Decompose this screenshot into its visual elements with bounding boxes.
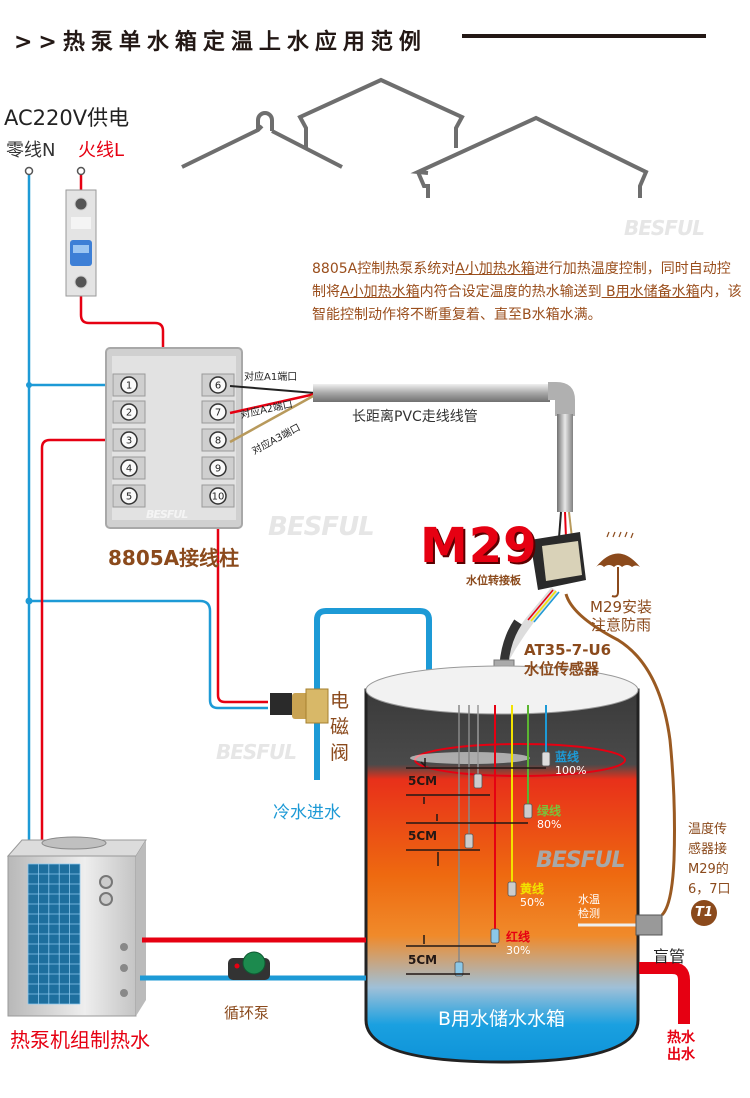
live-terminal-icon — [76, 166, 86, 176]
terminal-number: 5 — [126, 492, 132, 503]
terminal-screw: 6 — [201, 373, 235, 397]
live-label: 火线L — [78, 140, 125, 161]
spacing-label: 5CM — [408, 774, 438, 788]
terminal-number: 10 — [212, 492, 225, 503]
terminal-number: 2 — [126, 408, 132, 419]
terminal-screw: 7 — [201, 400, 235, 424]
watermark: BESFUL — [216, 740, 297, 764]
probe-wires — [458, 705, 547, 968]
pump-label: 循环泵 — [224, 1004, 270, 1022]
t1-badge-icon — [691, 900, 717, 926]
cold-water-label: 冷水进水 — [273, 803, 341, 823]
circulation-pump-icon — [228, 951, 270, 980]
title-rule — [462, 34, 706, 38]
terminal-screw: 5 — [112, 484, 146, 508]
spacing-label: 5CM — [408, 829, 438, 843]
solenoid-valve — [270, 688, 329, 724]
terminal-screw: 2 — [112, 400, 146, 424]
float-probe — [454, 961, 464, 977]
rain-note: M29安装注意防雨 — [590, 598, 653, 634]
float-probe — [473, 773, 483, 789]
m29-adapter-board — [530, 532, 586, 590]
water-tank — [364, 665, 640, 1064]
float-probe — [464, 833, 474, 849]
terminal-screw: 8 — [201, 428, 235, 452]
terminal-number: 7 — [215, 408, 221, 419]
page-title: >>热泵单水箱定温上水应用范例 — [14, 30, 427, 55]
heat-pump-unit — [6, 836, 147, 1017]
description-text: 8805A控制热泵系统对A小加热水箱进行加热温度控制，同时自动控制将A小加热水箱… — [312, 261, 742, 323]
float-probe — [507, 881, 517, 897]
conduit-label: 长距离PVC走线线管 — [352, 409, 478, 425]
neutral-terminal-icon — [24, 166, 34, 176]
watermark: BESFUL — [268, 512, 375, 542]
terminal-screw: 10 — [201, 484, 235, 508]
terminal-number: 9 — [215, 464, 221, 475]
terminal-number: 4 — [126, 464, 132, 475]
terminal-brand: BESFUL — [146, 508, 188, 521]
watermark: BESFUL — [536, 848, 626, 873]
terminal-block-label: 8805A接线柱 — [108, 546, 240, 570]
float-probe — [523, 803, 533, 819]
circuit-breaker — [65, 189, 97, 297]
neutral-wire — [27, 174, 268, 845]
roof-outline-icon — [181, 77, 649, 198]
tank-label: B用水储水水箱 — [438, 1008, 566, 1030]
valve-label: 电磁阀 — [330, 690, 350, 764]
hot-water-out-label: 热水出水 — [667, 1030, 695, 1063]
temp-sensor-note: 温度传感器接M29的6，7口 — [688, 822, 731, 897]
terminal-screw: 9 — [201, 456, 235, 480]
heat-pump-label: 热泵机组制热水 — [10, 1028, 150, 1052]
watermark: BESFUL — [624, 216, 705, 240]
pvc-conduit — [313, 382, 575, 512]
spacing-markers — [406, 758, 546, 975]
umbrella-icon — [596, 531, 640, 598]
terminal-number: 6 — [215, 381, 221, 392]
port-label-a1: 对应A1端口 — [244, 372, 298, 383]
terminal-number: 8 — [215, 436, 221, 447]
power-supply-label: AC220V供电 — [4, 106, 130, 130]
float-probe — [490, 928, 500, 944]
neutral-label: 零线N — [6, 140, 56, 161]
water-temp-label: 水温检测 — [578, 893, 600, 920]
float-probe — [541, 751, 551, 767]
terminal-screw: 4 — [112, 456, 146, 480]
m29-title: M29 — [420, 518, 538, 574]
m29-subtitle: 水位转接板 — [466, 574, 521, 587]
spacing-label: 5CM — [408, 953, 438, 967]
terminal-screw: 3 — [112, 428, 146, 452]
t1-badge-label: T1 — [695, 905, 713, 920]
terminal-screw: 1 — [112, 373, 146, 397]
terminal-number: 1 — [126, 381, 132, 392]
blind-pipe-label: 盲管 — [653, 947, 686, 966]
terminal-number: 3 — [126, 436, 132, 447]
